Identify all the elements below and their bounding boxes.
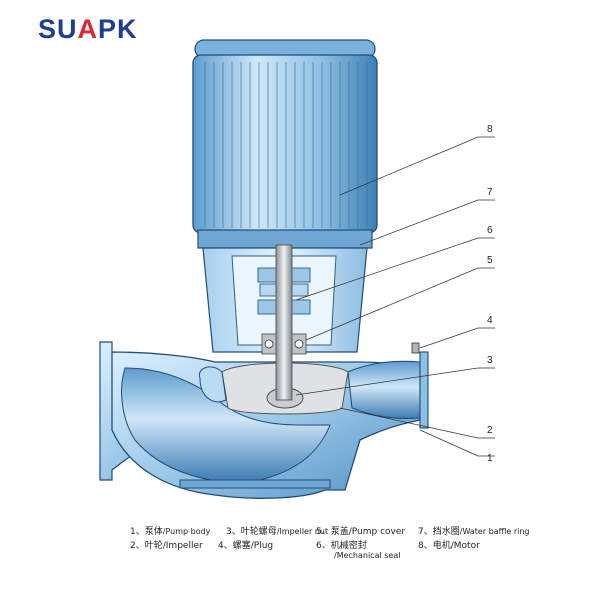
callout-7: 7 [487,187,493,198]
callout-5: 5 [487,255,493,266]
legend-item-mechanical-seal: 6、机械密封/Mechanical seal [316,541,401,560]
legend-item-plug: 4、螺塞/Plug [218,541,274,551]
legend-item-motor: 8、电机/Motor [418,541,480,551]
logo-part-accent: A [77,14,99,44]
brand-logo: SUAPK [38,14,138,45]
callout-leader-lines [295,136,495,457]
callout-3: 3 [487,355,493,366]
legend-item-water-baffle-ring: 7、挡水圈/Water baffle ring [418,527,530,537]
legend-row: 1、泵体/Pump body 3、叶轮螺母/Impeller nut 5、泵盖/… [130,524,560,538]
callout-2: 2 [487,425,493,436]
callout-4: 4 [487,315,493,326]
pump-bracket [202,247,368,355]
motor [192,39,378,249]
callout-8: 8 [487,124,493,135]
callout-6: 6 [487,225,493,236]
legend-item-pump-cover: 5、泵盖/Pump cover [316,527,406,537]
logo-part-3: PK [98,14,138,44]
legend-item-impeller: 2、叶轮/Impeller [130,541,203,551]
callout-1: 1 [487,453,493,464]
legend-item-impeller-nut: 3、叶轮螺母/Impeller nut [226,527,329,537]
logo-part-1: SU [38,14,78,44]
legend-item-pump-body: 1、泵体/Pump body [130,527,211,537]
legend-row: 2、叶轮/Impeller 4、螺塞/Plug 6、机械密封/Mechanica… [130,538,560,560]
pump-shaft [275,244,293,401]
pump-body [99,341,429,499]
parts-legend: 1、泵体/Pump body 3、叶轮螺母/Impeller nut 5、泵盖/… [130,524,560,560]
